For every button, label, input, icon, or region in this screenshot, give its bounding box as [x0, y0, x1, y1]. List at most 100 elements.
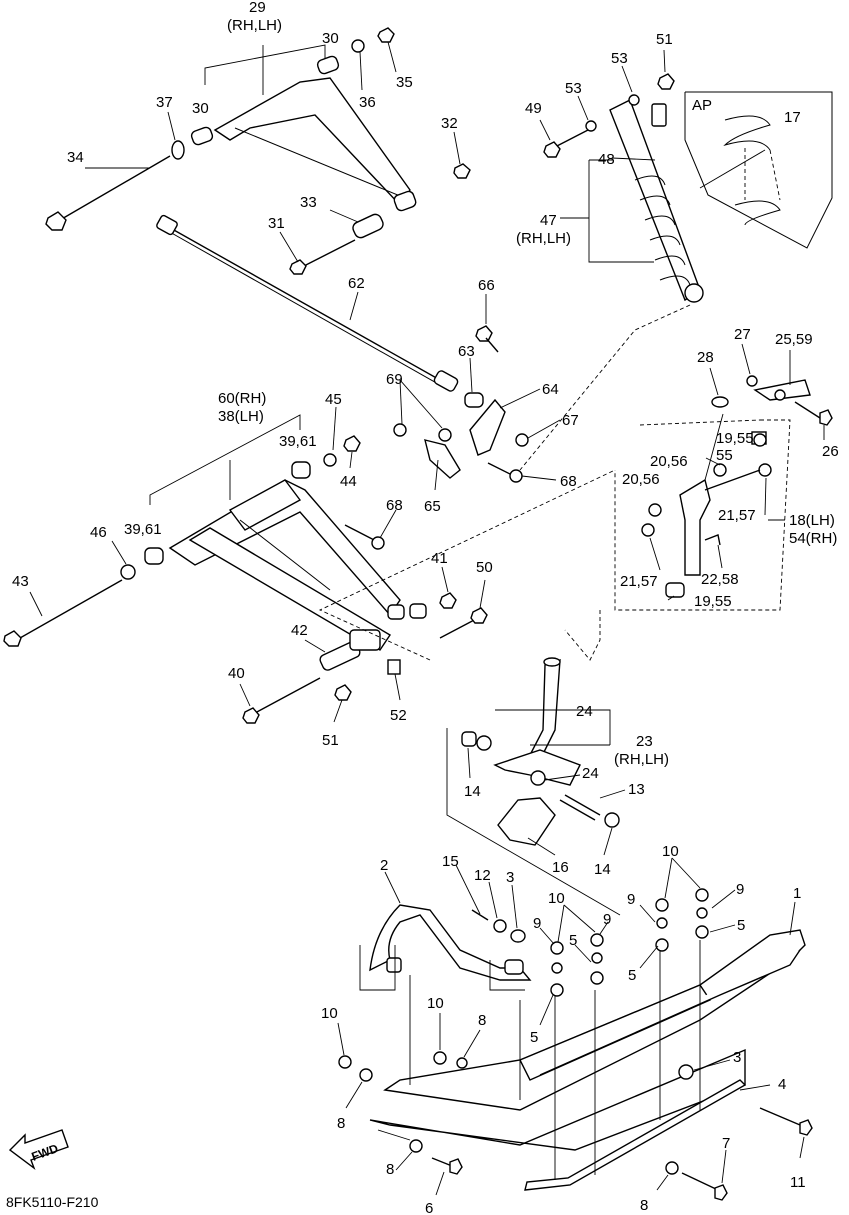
callout-14b: 14 — [594, 861, 611, 878]
callout-9c: 9 — [533, 915, 541, 932]
callout-3a: 3 — [506, 869, 514, 886]
callout-23-side: (RH,LH) — [614, 751, 669, 768]
callout-68b: 68 — [560, 473, 577, 490]
callout-4: 4 — [778, 1076, 786, 1093]
callout-34: 34 — [67, 149, 84, 166]
callout-55: 55 — [716, 447, 733, 464]
callout-41: 41 — [431, 550, 448, 567]
callout-39-61b: 39,61 — [124, 521, 162, 538]
callout-39-61a: 39,61 — [279, 433, 317, 450]
callout-10b: 10 — [548, 890, 565, 907]
callout-42: 42 — [291, 622, 308, 639]
callout-36: 36 — [359, 94, 376, 111]
callout-5a: 5 — [737, 917, 745, 934]
callout-25-59: 25,59 — [775, 331, 813, 348]
callout-30a: 30 — [322, 30, 339, 47]
callout-17: 17 — [784, 109, 801, 126]
callout-10d: 10 — [427, 995, 444, 1012]
callout-26: 26 — [822, 443, 839, 460]
callout-19-55a: 19,55 — [716, 430, 754, 447]
callout-31: 31 — [268, 215, 285, 232]
fwd-arrow: FWD — [8, 1129, 69, 1170]
callout-18-lh: 18(LH) — [789, 512, 835, 529]
callout-50: 50 — [476, 559, 493, 576]
callout-24b: 24 — [582, 765, 599, 782]
callout-labels: 29 (RH,LH) 30 30 35 36 37 32 34 33 31 62… — [6, 0, 839, 1215]
callout-68a: 68 — [386, 497, 403, 514]
callout-5b: 5 — [628, 967, 636, 984]
callout-43: 43 — [12, 573, 29, 590]
callout-20-56b: 20,56 — [622, 471, 660, 488]
callout-30b: 30 — [192, 100, 209, 117]
callout-67: 67 — [562, 412, 579, 429]
callout-38: 38(LH) — [218, 408, 264, 425]
spindle-group — [318, 304, 833, 661]
callout-1: 1 — [793, 885, 801, 902]
callout-51b: 51 — [322, 732, 339, 749]
callout-65: 65 — [424, 498, 441, 515]
callout-14a: 14 — [464, 783, 481, 800]
callout-53b: 53 — [565, 80, 582, 97]
callout-53a: 53 — [611, 50, 628, 67]
callout-29: 29 — [249, 0, 266, 16]
callout-5d: 5 — [530, 1029, 538, 1046]
callout-32: 32 — [441, 115, 458, 132]
callout-62: 62 — [348, 275, 365, 292]
callout-9a: 9 — [736, 881, 744, 898]
callout-9d: 9 — [603, 911, 611, 928]
callout-69: 69 — [386, 371, 403, 388]
callout-49: 49 — [525, 100, 542, 117]
callout-21-57a: 21,57 — [718, 507, 756, 524]
callout-8c: 8 — [386, 1161, 394, 1178]
callout-63: 63 — [458, 343, 475, 360]
tie-rod-group — [156, 214, 459, 392]
callout-13: 13 — [628, 781, 645, 798]
callout-12: 12 — [474, 867, 491, 884]
callout-10c: 10 — [321, 1005, 338, 1022]
callout-44: 44 — [340, 473, 357, 490]
callout-48: 48 — [598, 151, 615, 168]
callout-10a: 10 — [662, 843, 679, 860]
callout-8d: 8 — [640, 1197, 648, 1214]
callout-5c: 5 — [569, 932, 577, 949]
callout-15: 15 — [442, 853, 459, 870]
callout-3b: 3 — [733, 1049, 741, 1066]
callout-35: 35 — [396, 74, 413, 91]
ski-group — [338, 888, 813, 1201]
callout-23: 23 — [636, 733, 653, 750]
callout-47-side: (RH,LH) — [516, 230, 571, 247]
callout-leaders — [29, 41, 825, 1196]
callout-11: 11 — [790, 1174, 806, 1191]
callout-28: 28 — [697, 349, 714, 366]
callout-60: 60(RH) — [218, 390, 266, 407]
ski-spindle-group — [446, 657, 621, 916]
callout-46: 46 — [90, 524, 107, 541]
callout-27: 27 — [734, 326, 751, 343]
callout-6: 6 — [425, 1200, 433, 1215]
upper-arm-group — [45, 27, 471, 275]
callout-2: 2 — [380, 857, 388, 874]
callout-51a: 51 — [656, 31, 673, 48]
callout-37: 37 — [156, 94, 173, 111]
callout-24a: 24 — [576, 703, 593, 720]
callout-45: 45 — [325, 391, 342, 408]
callout-29-side: (RH,LH) — [227, 17, 282, 34]
callout-8a: 8 — [478, 1012, 486, 1029]
callout-20-56a: 20,56 — [650, 453, 688, 470]
callout-7: 7 — [722, 1135, 730, 1152]
callout-8b: 8 — [337, 1115, 345, 1132]
callout-54-rh: 54(RH) — [789, 530, 837, 547]
callout-33: 33 — [300, 194, 317, 211]
callout-19-55b: 19,55 — [694, 593, 732, 610]
callout-64: 64 — [542, 381, 559, 398]
callout-47: 47 — [540, 212, 557, 229]
callout-22-58: 22,58 — [701, 571, 739, 588]
ap-label: AP — [692, 97, 712, 114]
callout-40: 40 — [228, 665, 245, 682]
callout-16: 16 — [552, 859, 569, 876]
callout-66: 66 — [478, 277, 495, 294]
callout-52: 52 — [390, 707, 407, 724]
callout-21-57b: 21,57 — [620, 573, 658, 590]
diagram-code: 8FK5110-F210 — [6, 1194, 99, 1210]
